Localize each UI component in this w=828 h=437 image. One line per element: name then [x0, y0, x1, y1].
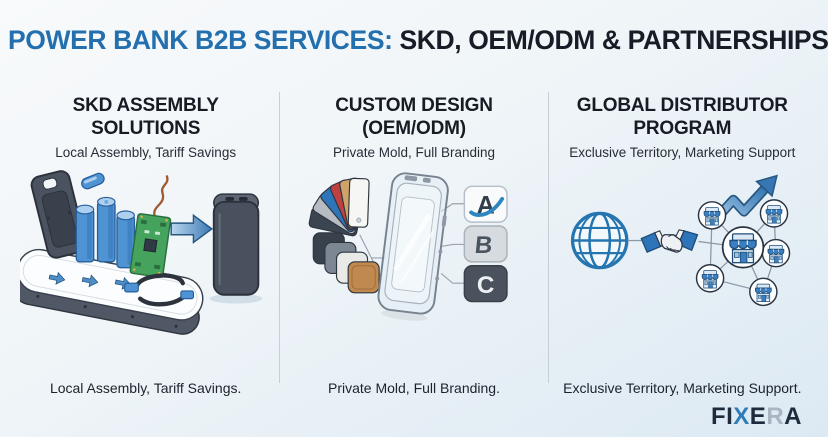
- logo-letter: E: [749, 403, 767, 430]
- conveyor-assembly-icon: [19, 170, 262, 336]
- material-samples-icon: [312, 232, 380, 294]
- battery-cells-icon: [75, 197, 135, 269]
- fixera-logo: FIXERA: [711, 403, 802, 431]
- logo-letter: A: [784, 403, 802, 430]
- connector-lines: [359, 203, 465, 285]
- distributor-network-icon: [696, 199, 791, 307]
- column-caption: Exclusive Territory, Marketing Support.: [563, 380, 802, 396]
- globe-icon: [571, 212, 629, 270]
- handshake-icon: [640, 229, 699, 254]
- brand-badge-c-icon: C: [463, 265, 508, 303]
- usb-cable-icon: [123, 273, 194, 307]
- column-custom-design: CUSTOM DESIGN(OEM/ODM) Private Mold, Ful…: [280, 88, 547, 397]
- heading-line-2: PROGRAM: [633, 118, 732, 140]
- global-network-icon: [571, 174, 791, 307]
- column-divider: [547, 92, 549, 383]
- logo-letter: X: [733, 403, 750, 430]
- oem-illustration: A B C: [288, 165, 540, 380]
- title-rest: SKD, OEM/ODM & PARTNERSHIPS: [399, 25, 828, 55]
- flow-arrow-icon: [170, 214, 213, 245]
- heading-line-1: SKD ASSEMBLY: [72, 95, 219, 116]
- page-title: POWER BANK B2B SERVICES:SKD, OEM/ODM & P…: [8, 25, 828, 56]
- custom-design-icon: A B C: [308, 172, 508, 322]
- column-caption: Local Assembly, Tariff Savings.: [49, 380, 242, 396]
- transparent-device-mold-icon: [377, 172, 449, 322]
- distributor-illustration: [551, 165, 813, 380]
- heading-line-1: CUSTOM DESIGN: [335, 95, 493, 116]
- column-subtitle: Private Mold, Full Branding: [332, 145, 496, 161]
- case-shell-icon: [30, 170, 87, 259]
- brand-badge-b-icon: B: [463, 225, 508, 263]
- heading-line-1: GLOBAL DISTRIBUTOR: [576, 95, 788, 116]
- circuit-board-icon: [129, 175, 171, 279]
- column-caption: Private Mold, Full Branding.: [328, 380, 500, 396]
- column-subtitle: Exclusive Territory, Marketing Support: [569, 145, 796, 161]
- column-subtitle: Local Assembly, Tariff Savings: [55, 145, 237, 161]
- column-heading: CUSTOM DESIGN(OEM/ODM): [335, 94, 493, 140]
- badge-letter: B: [473, 233, 493, 260]
- badge-letter: C: [477, 272, 494, 299]
- logo-letter: F: [710, 403, 727, 430]
- color-swatch-fan-icon: [308, 178, 370, 237]
- column-divider: [279, 92, 281, 383]
- capsule-part-icon: [80, 173, 105, 190]
- skd-illustration: [19, 165, 272, 380]
- heading-line-2: (OEM/ODM): [362, 118, 466, 140]
- assembled-power-bank-icon: [209, 193, 262, 304]
- logo-letter: I: [726, 403, 734, 430]
- header: POWER BANK B2B SERVICES:SKD, OEM/ODM & P…: [0, 0, 828, 56]
- title-highlight: POWER BANK B2B SERVICES:: [8, 25, 393, 55]
- heading-line-2: SOLUTIONS: [91, 118, 201, 140]
- logo-letter: R: [766, 403, 785, 430]
- brand-badge-a-icon: A: [463, 185, 508, 224]
